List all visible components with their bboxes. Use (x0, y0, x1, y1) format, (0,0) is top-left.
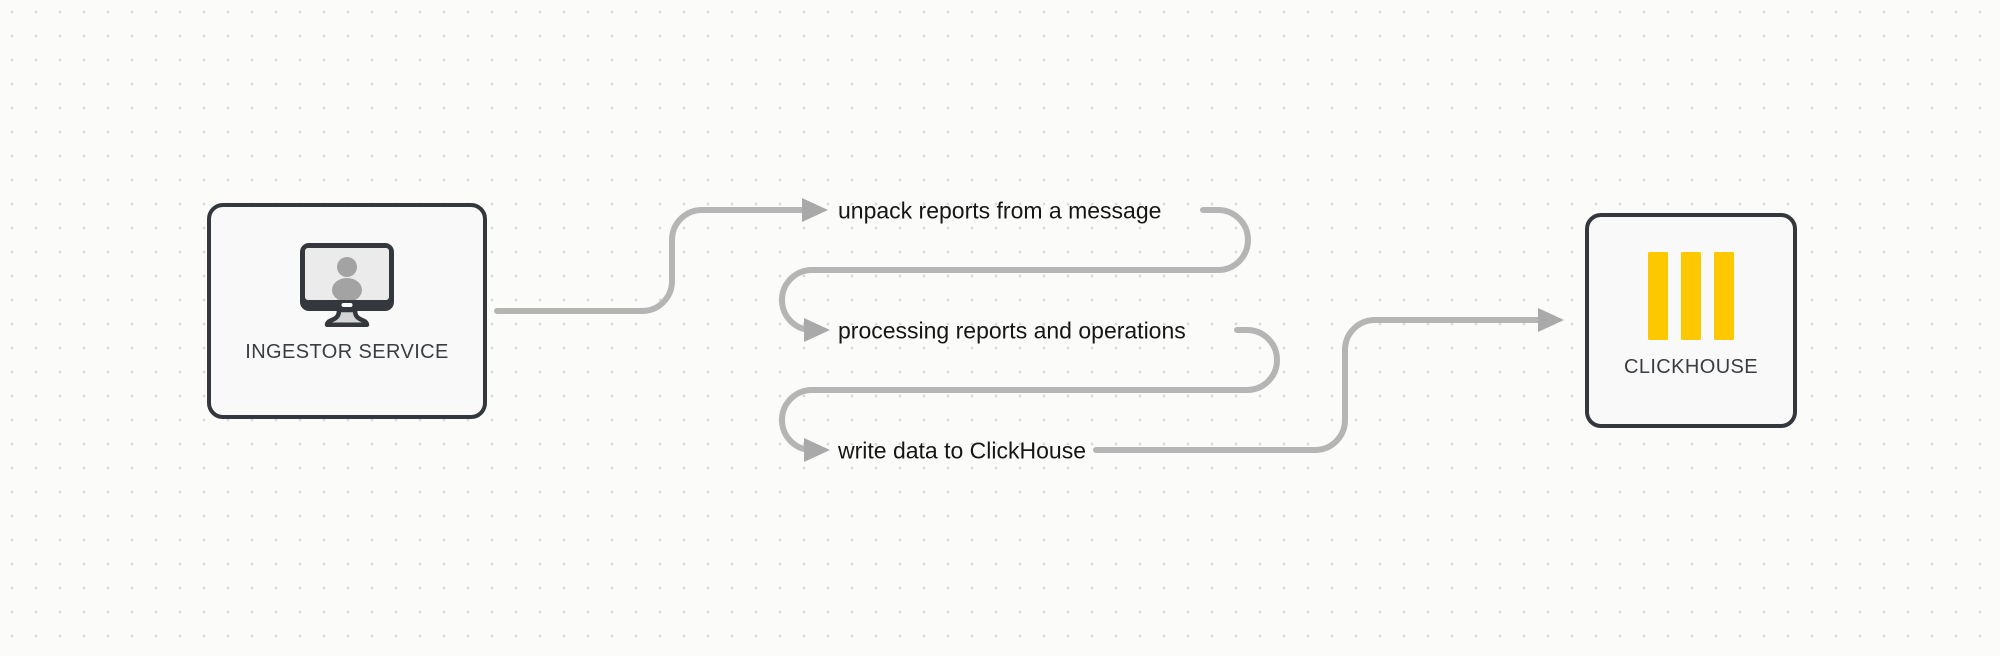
arrowhead-icon (804, 318, 830, 342)
clickhouse-logo-icon (1648, 252, 1734, 340)
step-label-write-data: write data to ClickHouse (838, 437, 1086, 464)
step-label-processing-reports: processing reports and operations (838, 317, 1186, 344)
node-label-ingestor: INGESTOR SERVICE (245, 341, 449, 363)
arrowhead-icon (804, 438, 830, 462)
node-label-clickhouse: CLICKHOUSE (1623, 356, 1759, 378)
node-ingestor-service: INGESTOR SERVICE (207, 203, 487, 419)
connector-step2-to-step3 (779, 327, 1280, 453)
connector-ingestor-to-step1 (494, 207, 805, 314)
connector-step1-to-step2 (779, 207, 1251, 333)
arrowhead-icon (1538, 308, 1564, 332)
node-clickhouse: CLICKHOUSE (1585, 213, 1797, 428)
monitor-user-icon (297, 240, 397, 328)
arrowhead-icon (802, 198, 828, 222)
connector-step3-to-clickhouse (1093, 317, 1541, 453)
step-label-unpack-reports: unpack reports from a message (838, 197, 1162, 224)
